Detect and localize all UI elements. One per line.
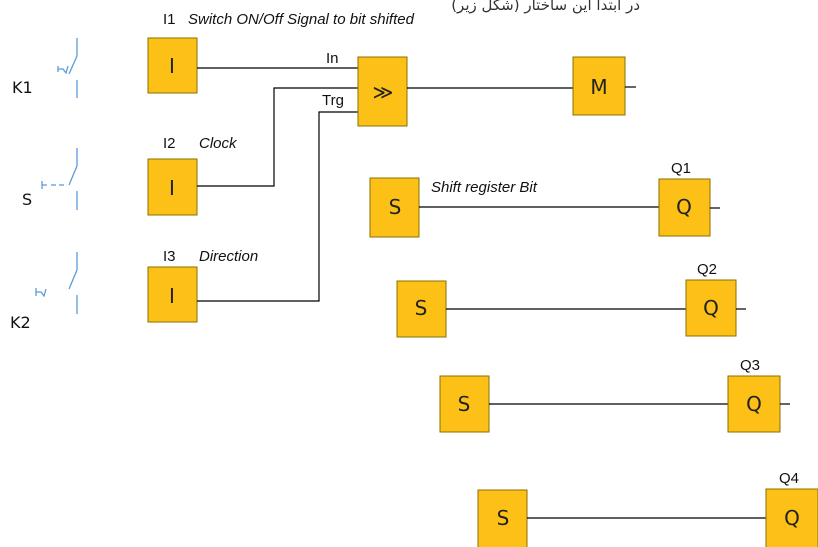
input-i3-text: Direction <box>199 248 258 265</box>
svg-text:M: M <box>590 75 607 99</box>
output-q2-label: Q2 <box>697 261 717 278</box>
input-i1-text: Switch ON/Off Signal to bit shifted <box>188 11 415 28</box>
svg-text:S: S <box>389 195 402 219</box>
input-i2-text: Clock <box>199 135 238 152</box>
svg-text:I: I <box>169 54 175 78</box>
wire-i3-trg <box>197 111 358 302</box>
switch-k1-label: K1 <box>12 78 33 97</box>
svg-text:I: I <box>169 284 175 308</box>
output-q3-label: Q3 <box>740 357 760 374</box>
shift-trg-label: Trg <box>322 92 344 109</box>
output-q1-label: Q1 <box>671 160 691 177</box>
svg-text:S: S <box>497 506 510 530</box>
switch-k2: K2 <box>10 252 78 332</box>
output-row-q2: S Q Q2 <box>396 261 746 338</box>
svg-text:Q: Q <box>784 506 800 530</box>
output-row-q3: S Q Q3 <box>439 357 790 433</box>
svg-text:S: S <box>415 296 428 320</box>
input-block-i2: I I2 Clock <box>147 135 238 216</box>
input-block-i1: I I1 Switch ON/Off Signal to bit shifted <box>147 11 415 94</box>
marker-block-m: M <box>572 56 636 116</box>
output-q4-label: Q4 <box>779 470 799 487</box>
input-i3-id: I3 <box>163 248 176 265</box>
wire-i2-shift <box>197 87 358 187</box>
input-i1-id: I1 <box>163 11 176 28</box>
svg-text:Q: Q <box>746 392 762 416</box>
svg-text:Q: Q <box>703 296 719 320</box>
svg-text:Q: Q <box>676 195 692 219</box>
switch-k1: K1 <box>12 38 78 98</box>
input-block-i3: I I3 Direction <box>147 248 258 323</box>
shift-register-block: ≫ In Trg <box>322 50 408 127</box>
output-row-q4: S Q Q4 <box>477 470 818 547</box>
switch-k2-label: K2 <box>10 313 31 332</box>
svg-text:I: I <box>169 176 175 200</box>
register-caption: Shift register Bit <box>431 179 538 196</box>
output-row-q1: S Shift register Bit Q Q1 <box>369 160 720 238</box>
switch-s: S <box>22 148 78 210</box>
top-caption: در ابتدا این ساختار (شکل زیر) <box>451 0 640 14</box>
shift-symbol: ≫ <box>373 80 394 104</box>
shift-in-label: In <box>326 50 339 67</box>
switch-s-label: S <box>22 190 32 209</box>
svg-text:S: S <box>458 392 471 416</box>
input-i2-id: I2 <box>163 135 176 152</box>
